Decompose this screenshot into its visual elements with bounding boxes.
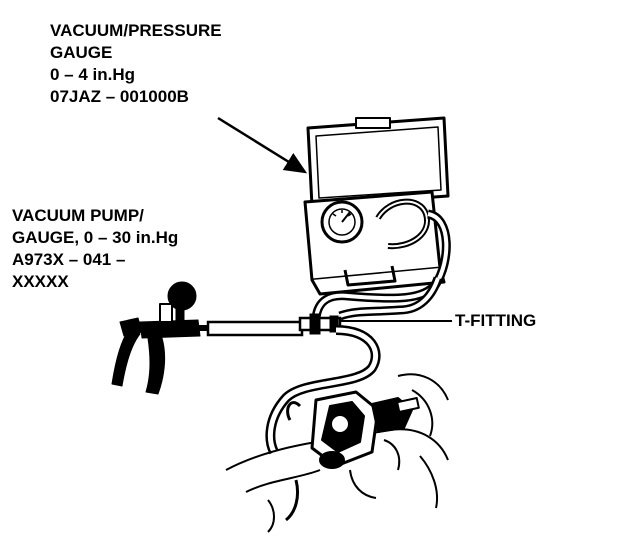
vacuum-pump-gauge xyxy=(111,281,210,395)
gauge-label-line2: GAUGE xyxy=(50,43,113,62)
pump-label-line1: VACUUM PUMP/ xyxy=(12,206,144,225)
gauge-leader-arrow xyxy=(217,116,308,174)
gauge-label-line1: VACUUM/PRESSURE xyxy=(50,21,222,40)
case-handle xyxy=(343,265,397,287)
t-fitting xyxy=(298,313,342,335)
gauge-hoses xyxy=(311,209,451,321)
pump-tube xyxy=(206,320,304,337)
pump-label-line3: A973X – 041 – xyxy=(12,250,126,269)
vacuum-pump-gauge-label: VACUUM PUMP/ GAUGE, 0 – 30 in.Hg A973X –… xyxy=(12,205,178,293)
engine-component xyxy=(225,373,449,533)
gauge-label-line3: 0 – 4 in.Hg xyxy=(50,65,136,84)
vacuum-pressure-gauge-case xyxy=(303,116,450,296)
lid-latch xyxy=(355,117,391,129)
vacuum-pressure-gauge-label: VACUUM/PRESSURE GAUGE 0 – 4 in.Hg 07JAZ … xyxy=(50,20,222,108)
t-fitting-label: T-FITTING xyxy=(455,311,537,330)
gauge-label-line4: 07JAZ – 001000B xyxy=(50,87,189,106)
pump-label-line2: GAUGE, 0 – 30 in.Hg xyxy=(12,228,179,247)
pump-label-line4: XXXXX xyxy=(12,272,69,291)
engine-hose xyxy=(265,325,381,455)
